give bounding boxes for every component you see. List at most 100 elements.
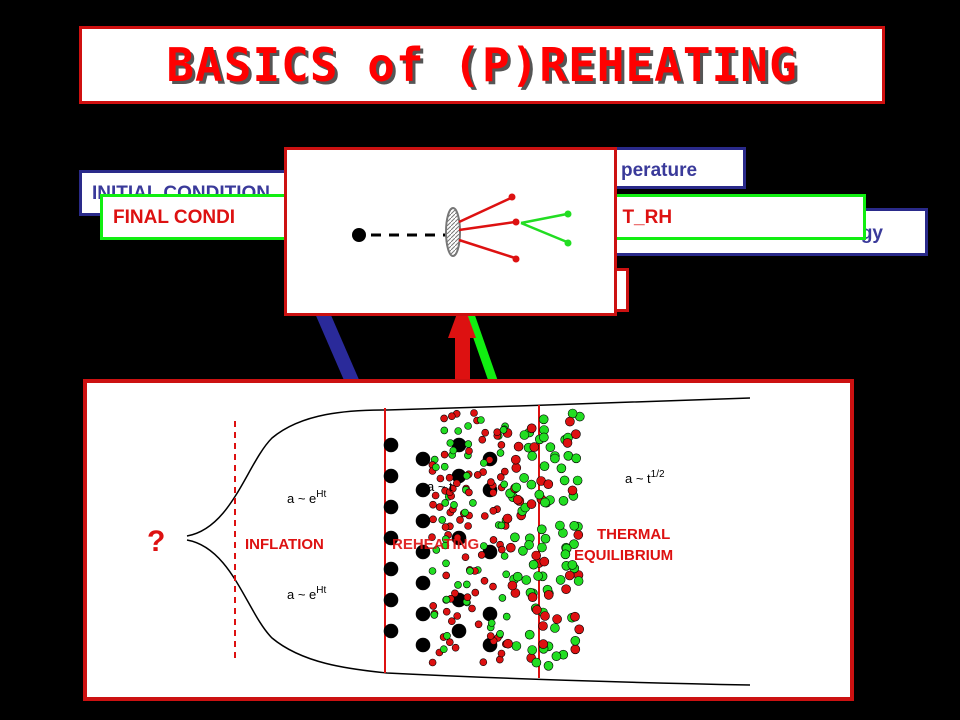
plasma-dot [493, 428, 502, 437]
plasma-dot [527, 451, 538, 461]
plasma-dot [569, 539, 579, 549]
plasma-dot [479, 459, 488, 467]
plasma-dot [486, 632, 495, 640]
thermal-product-lower [564, 239, 572, 247]
plasma-dot [503, 638, 513, 649]
inflaton-dot [415, 575, 431, 591]
plasma-dot [478, 435, 487, 444]
plasma-dot [512, 494, 523, 505]
plasma-dot [498, 594, 507, 602]
plasma-dot [429, 602, 438, 610]
plasma-dot [489, 536, 498, 544]
plasma-dot [464, 440, 473, 448]
plasma-dot [453, 533, 462, 542]
decay-line-upper [458, 196, 512, 224]
plasma-dot [565, 416, 575, 427]
decay-inset [284, 147, 617, 316]
plasma-dot [477, 551, 486, 559]
plasma-dot [447, 617, 456, 625]
plasma-dot [507, 580, 518, 591]
plasma-dot [505, 542, 516, 553]
plasma-dot [552, 614, 562, 624]
plasma-dot [540, 497, 550, 508]
plasma-dot [510, 532, 520, 543]
plasma-dot [450, 501, 458, 509]
plasma-dot [555, 575, 566, 585]
plasma-dot [539, 432, 549, 443]
plasma-dot [432, 463, 440, 471]
inflation-label: INFLATION [245, 536, 324, 553]
plasma-dot [512, 571, 523, 582]
plasma-dot [573, 530, 584, 540]
plasma-dot [537, 542, 547, 553]
plasma-dot [428, 567, 437, 575]
plasma-dot [543, 590, 554, 600]
plasma-dot [463, 593, 472, 601]
plasma-dot [500, 467, 509, 476]
plasma-dot [572, 475, 583, 486]
plasma-dot [540, 533, 551, 544]
plasma-dot [497, 649, 506, 658]
plasma-dot [440, 450, 449, 459]
plasma-dot [477, 416, 485, 424]
plasma-dot [441, 499, 450, 507]
plasma-dot [466, 567, 474, 575]
plasma-dot [440, 462, 449, 471]
plasma-dot [496, 630, 504, 638]
cosmology-svg: ? INFLATION REHEATING THERMAL EQUILIBRIU… [147, 397, 751, 686]
plasma-dot [511, 482, 522, 493]
title-box: BASICS of (P)REHEATING [79, 26, 885, 104]
plasma-dot [540, 611, 550, 621]
cosmology-diagram: ? INFLATION REHEATING THERMAL EQUILIBRIU… [83, 379, 854, 701]
inflaton-dot [415, 513, 431, 529]
plasma-dot [451, 643, 460, 652]
plasma-dot [545, 442, 556, 452]
plasma-dot [465, 447, 473, 455]
inflaton-dot [415, 451, 431, 467]
plasma-dot [573, 576, 584, 586]
plasma-dot [439, 645, 448, 654]
decay-product-upper [508, 193, 516, 201]
plasma-dot [487, 619, 496, 627]
plasma-dot [441, 523, 450, 531]
particle-field [383, 408, 585, 671]
plasma-dot [531, 657, 542, 668]
plasma-dot [561, 584, 571, 594]
thermal-line-lower [520, 221, 568, 244]
inflaton-dot [383, 437, 399, 453]
plasma-dot [524, 540, 534, 550]
inflaton-dot [451, 623, 467, 639]
plasma-dot [464, 522, 472, 530]
plasma-dot [464, 422, 472, 430]
inflaton-particle [352, 228, 366, 242]
plasma-dot [534, 489, 545, 500]
inflaton-dot [383, 530, 399, 546]
plasma-dot [538, 639, 549, 649]
plasma-dot [513, 441, 524, 452]
plasma-dot [510, 454, 521, 465]
plasma-dot [571, 429, 581, 440]
plasma-dot [454, 427, 463, 435]
plasma-dot [442, 559, 450, 568]
plasma-dot [532, 605, 542, 615]
plasma-dot [497, 441, 506, 449]
plasma-dot [531, 550, 542, 561]
plasma-dot [436, 474, 445, 483]
plasma-dot [511, 463, 522, 473]
plasma-dot [511, 641, 522, 651]
plasma-dot [462, 580, 471, 589]
plasma-dot [487, 478, 495, 486]
plasma-dot [551, 651, 562, 662]
plasma-dot [574, 624, 585, 635]
plasma-dot [489, 488, 497, 497]
plasma-dot [500, 552, 509, 560]
plasma-dot [521, 575, 532, 585]
plasma-dot [519, 473, 529, 483]
plasma-dot [474, 620, 483, 629]
plasma-dot [527, 592, 538, 602]
plasma-dot [502, 570, 511, 579]
page-title: BASICS of (P)REHEATING [166, 38, 798, 92]
inflaton-dot [415, 482, 431, 498]
plasma-dot [449, 446, 458, 455]
plasma-dot [556, 463, 567, 474]
